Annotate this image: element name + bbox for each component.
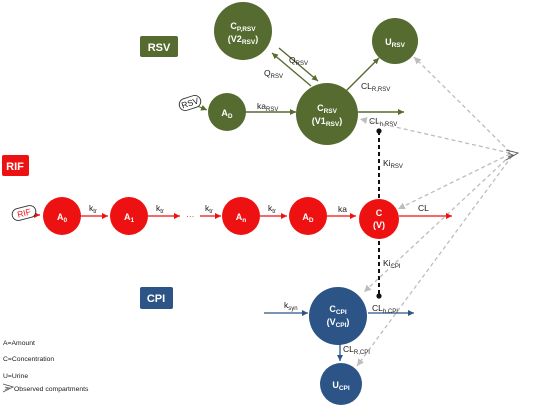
svg-text:(V): (V) [373, 220, 385, 230]
svg-text:AD: AD [302, 212, 314, 224]
eye-icon [505, 149, 520, 161]
label-ktr-3: ktr [205, 203, 213, 215]
cpi-section: CPI CCPI (VCPI) UCPI ksyn CLh,CPI CLR,CP… [140, 287, 414, 405]
label-ki-rsv: KiRSV [383, 158, 403, 170]
rif-node-central: C (V) [359, 199, 399, 239]
arrow-rsv-c-to-u [342, 57, 380, 95]
legend-eye-icon [2, 383, 15, 393]
svg-text:URSV: URSV [385, 37, 406, 49]
rsv-badge [140, 36, 178, 57]
svg-text:A1: A1 [124, 212, 135, 224]
rsv-node-ad: AD [208, 93, 246, 131]
label-clh-rsv: CLh,RSV [369, 116, 397, 128]
rif-node-a1: A1 [110, 197, 148, 235]
cpi-node-urine: UCPI [320, 363, 362, 405]
legend-amount: A=Amount [3, 340, 35, 347]
label-ki-cpi: KiCPI [383, 258, 401, 270]
cpi-badge [140, 287, 173, 309]
label-clr-cpi: CLR,CPI [343, 344, 370, 356]
inhibition-dot-cpi [376, 293, 382, 299]
svg-text:CCPI: CCPI [329, 304, 347, 316]
svg-text:A0: A0 [57, 212, 68, 224]
legend-observed: Observed compartments [14, 386, 89, 393]
label-clh-cpi: CLh,CPI [372, 303, 398, 315]
svg-text:(VCPI): (VCPI) [327, 317, 350, 329]
svg-text:An: An [236, 212, 247, 224]
rif-dose-icon: RIF [11, 205, 37, 221]
observed-links [356, 56, 520, 367]
rif-node-a0: A0 [43, 197, 81, 235]
rif-section: RIF ··· RIF A0 A1 An AD [2, 155, 452, 239]
svg-text:(V1RSV): (V1RSV) [312, 116, 342, 128]
label-q-rsv-lower: QRSV [264, 68, 283, 80]
rsv-node-urine: URSV [372, 18, 418, 64]
svg-text:UCPI: UCPI [332, 380, 350, 392]
rif-node-an: An [222, 197, 260, 235]
rif-transit-ellipsis: ··· [186, 211, 195, 221]
cpi-node-central: CCPI (VCPI) [309, 287, 367, 345]
label-ka-rsv: kaRSV [257, 101, 278, 113]
svg-text:CP,RSV: CP,RSV [230, 21, 256, 33]
rsv-dose-icon: RSV [178, 95, 202, 111]
svg-text:AD: AD [221, 108, 233, 120]
inhibition-links: KiRSV KiCPI [376, 128, 403, 299]
arrow-rsv-cp-to-c [278, 47, 319, 82]
observed-to-cpi-urine [356, 155, 513, 367]
label-ka-rif: ka [338, 204, 347, 214]
arrow-rsv-c-to-cp [271, 52, 312, 87]
svg-text:RSV: RSV [180, 95, 200, 110]
svg-text:(V2RSV): (V2RSV) [228, 34, 258, 46]
label-ktr-1: ktr [89, 203, 97, 215]
label-ksyn: ksyn [284, 300, 298, 312]
observed-to-rsv-urine [413, 56, 511, 153]
svg-text:C: C [376, 208, 383, 218]
legend-urine: U=Urine [3, 373, 28, 380]
legend: A=Amount C=Concentration U=Urine Observe… [2, 340, 89, 393]
label-ktr-4: ktr [268, 203, 276, 215]
cpi-badge-label: CPI [147, 293, 165, 305]
svg-text:CRSV: CRSV [317, 103, 338, 115]
label-q-rsv-upper: QRSV [289, 55, 308, 67]
observed-to-cpi-central [363, 154, 512, 293]
legend-concentration: C=Concentration [3, 356, 54, 363]
svg-text:RIF: RIF [16, 206, 32, 219]
rif-badge [2, 155, 29, 176]
label-ktr-2: ktr [156, 203, 164, 215]
observed-to-rsv-central [359, 117, 511, 154]
rif-badge-label: RIF [6, 161, 24, 173]
label-cl-rif: CL [418, 203, 429, 213]
rif-node-ad: AD [289, 197, 327, 235]
label-clr-rsv: CLR,RSV [361, 81, 390, 93]
rsv-node-cp: CP,RSV (V2RSV) [214, 2, 272, 60]
rsv-section: RSV CP,RSV (V2RSV) URSV AD CRSV (V1RSV) [140, 2, 418, 145]
rsv-node-central: CRSV (V1RSV) [296, 83, 358, 145]
rsv-badge-label: RSV [148, 42, 171, 54]
inhibition-dot-rsv [376, 128, 382, 134]
